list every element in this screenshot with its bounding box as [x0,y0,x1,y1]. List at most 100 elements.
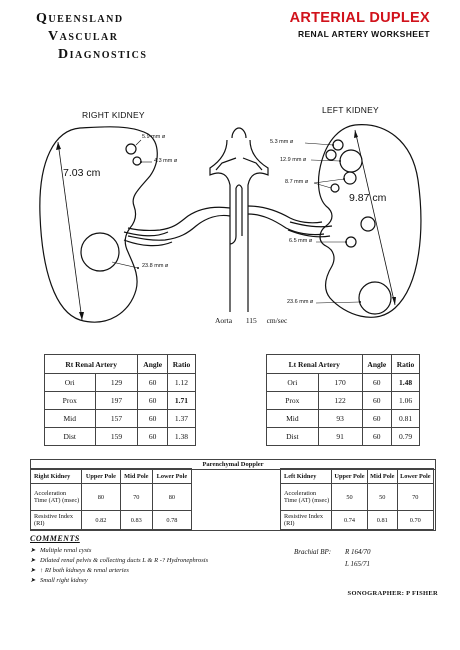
table-row: Prox 122 60 1.06 [266,391,420,410]
aorta-unit: cm/sec [266,316,288,325]
lt-header-ratio: Ratio [391,354,420,374]
table-cell: Right Kidney [30,468,82,484]
table-cell: Resistive Index (RI) [30,510,82,530]
rk-cyst-1 [125,143,137,155]
table-cell: 197 [94,391,139,410]
comments-list: ➤Multiple renal cysts ➤Dilated renal pel… [30,546,208,586]
table-cell: 1.12 [166,373,197,392]
table-cell: 60 [361,427,393,446]
table-row: Acceleration Time (AT) (msec) 80 70 80 [30,483,193,511]
table-cell: 159 [94,427,139,446]
lk-cyst-2b [325,149,337,161]
table-cell: 93 [317,409,363,428]
table-cell: 1.37 [166,409,197,428]
right-kidney-length: 7.03 cm [63,167,101,179]
table-cell: Ori [266,373,319,392]
brand-line-3: Diagnostics [58,47,148,62]
left-kidney-outline [317,124,422,318]
table-cell: Mid [266,409,319,428]
aorta [209,139,231,312]
table-row: Dist 159 60 1.38 [44,427,197,446]
table-cell: 1.06 [391,391,420,410]
table-cell: 50 [331,483,368,511]
table-cell: 157 [94,409,139,428]
rk-cyst-3 [80,232,120,272]
left-renal-pelvis [289,221,333,228]
right-length-line [57,141,83,321]
table-cell: 1.38 [166,427,197,446]
table-cell: 91 [317,427,363,446]
rt-header-artery: Rt Renal Artery [43,354,139,374]
table-cell: 60 [137,391,168,410]
left-kidney-label: LEFT KIDNEY [322,105,379,115]
table-cell: Acceleration Time (AT) (msec) [280,483,332,511]
aorta-label: Aorta [215,316,233,325]
right-kidney-doppler-table: Right Kidney Upper Pole Mid Pole Lower P… [30,468,193,530]
right-renal-pelvis [123,231,169,237]
table-cell: 0.74 [331,510,368,530]
aorta-value: 115 [245,316,257,325]
table-cell: Left Kidney [280,468,332,484]
table-cell: 129 [94,373,139,392]
brachial-bp-left: L 165/71 [345,560,370,568]
table-row: Resistive Index (RI) 0.82 0.83 0.78 [30,510,193,530]
left-kidney-length: 9.87 cm [349,192,387,204]
lt-header-artery: Lt Renal Artery [266,354,363,374]
lk-cyst-5-label: 23.6 mm ø [287,299,314,305]
table-cell: Mid [44,409,96,428]
rk-cyst-3-label: 23.8 mm ø [142,263,169,269]
lk-cyst-1-label: 5.3 mm ø [270,139,294,145]
renal-anatomy-diagram [39,124,422,323]
table-cell: Prox [44,391,96,410]
table-cell: 80 [81,483,121,511]
table-cell: 60 [361,373,393,392]
brand-line-2: Vascular [48,29,119,44]
aorta-reading: Aorta 115 cm/sec [215,316,287,325]
rt-renal-artery-table: Rt Renal Artery Angle Ratio Ori 129 60 1… [43,354,197,446]
table-cell: Prox [266,391,319,410]
comment-text: Small right kidney [40,577,88,584]
table-cell: Resistive Index (RI) [280,510,332,530]
table-cell: Mid Pole [119,468,153,484]
table-cell: Dist [266,427,319,446]
table-cell: 60 [137,373,168,392]
superior-mesenteric-artery [229,188,237,245]
table-row: Mid 93 60 0.81 [266,409,420,428]
table-cell: 1.71 [166,391,197,410]
rt-header-ratio: Ratio [166,354,197,374]
comments-heading: COMMENTS [30,534,80,543]
table-row: Prox 197 60 1.71 [44,391,197,410]
lk-cyst-1 [332,139,344,151]
table-cell: 70 [396,483,435,511]
table-cell: 50 [366,483,398,511]
comment-text: Multiple renal cysts [40,547,92,554]
table-row: Ori 170 60 1.48 [266,373,420,392]
table-row: Ori 129 60 1.12 [44,373,197,392]
table-row: Resistive Index (RI) 0.74 0.81 0.70 [280,510,435,530]
brachial-bp-label: Brachial BP: [294,548,332,556]
lk-cyst-3a [343,171,357,185]
table-cell: Mid Pole [366,468,398,484]
table-cell: 1.48 [391,373,420,392]
rk-cyst-1-label: 5.9 mm ø [142,134,166,140]
lt-renal-artery-table: Lt Renal Artery Angle Ratio Ori 170 60 1… [266,354,420,446]
list-item: ➤↑ RI both kidneys & renal arteries [30,567,129,574]
table-row: Mid 157 60 1.37 [44,409,197,428]
table-cell: 0.82 [81,510,121,530]
table-cell: 122 [317,391,363,410]
lk-cyst-4-label: 6.5 mm ø [289,238,313,244]
lk-cyst-4 [360,216,376,232]
table-cell: 0.70 [396,510,435,530]
left-kidney-doppler-table: Left Kidney Upper Pole Mid Pole Lower Po… [280,468,435,530]
lk-cyst-2 [339,149,363,173]
table-cell: 80 [151,483,193,511]
brachial-bp-right: R 164/70 [345,548,371,556]
table-row: Dist 91 60 0.79 [266,427,420,446]
list-item: ➤Small right kidney [30,577,88,584]
table-cell: 60 [361,391,393,410]
right-renal-artery [127,206,231,231]
table-cell: 0.81 [391,409,420,428]
left-renal-artery [247,205,323,224]
lk-cyst-5 [358,281,392,315]
brand-logo: Queensland Vascular Diagnostics [36,10,147,64]
